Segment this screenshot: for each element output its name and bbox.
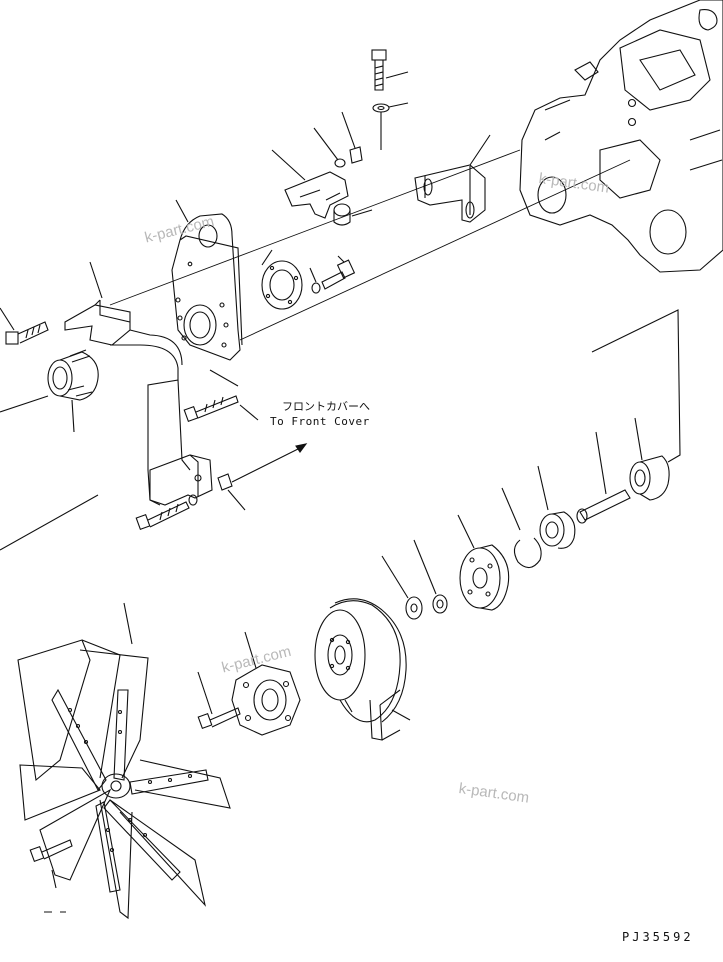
bolt-fan-spacer	[197, 671, 241, 730]
assembly-axis-line	[239, 159, 631, 341]
bearing	[629, 417, 670, 501]
callout-line-right	[591, 309, 681, 463]
washer-top	[372, 102, 409, 150]
annotation-english: To Front Cover	[270, 415, 370, 428]
v-belt-pulley	[314, 598, 407, 723]
fan-clutch-collar	[47, 349, 99, 433]
fan-shaft	[576, 431, 631, 524]
lower-bracket	[149, 454, 213, 506]
nut-upper	[341, 111, 363, 164]
nut-hub	[381, 555, 423, 620]
washer-lower	[188, 494, 198, 506]
bolt-left	[0, 307, 49, 345]
spacer-lower	[217, 443, 308, 511]
guard-bracket	[64, 261, 191, 506]
bolt-under-plate	[183, 369, 259, 423]
bolt-mid	[321, 255, 356, 290]
washer-upper	[313, 127, 346, 168]
flange-gasket	[261, 249, 303, 310]
annotation-japanese: フロントカバーへ	[282, 400, 370, 413]
bolt-lower-left	[135, 501, 190, 531]
mounting-bracket-upper	[271, 149, 349, 219]
bearing-inner	[537, 465, 576, 549]
bolt-fan	[29, 839, 73, 913]
fan-mount-plate	[171, 199, 243, 361]
drawing-code: PJ35592	[622, 930, 694, 944]
cooling-fan	[17, 602, 231, 920]
pipe-bracket	[414, 134, 491, 223]
callout-box-left	[0, 395, 99, 551]
washer-mid	[309, 267, 321, 294]
vertical-bolt	[371, 49, 409, 91]
snap-ring	[501, 487, 542, 569]
fan-spacer	[231, 631, 301, 736]
v-belt	[344, 689, 411, 741]
assembly-axis-line-2	[109, 149, 521, 306]
spacer-collar	[333, 203, 373, 226]
washer-hub	[413, 539, 448, 614]
engine-front-cover	[519, 0, 723, 273]
hub-flange	[457, 514, 510, 611]
